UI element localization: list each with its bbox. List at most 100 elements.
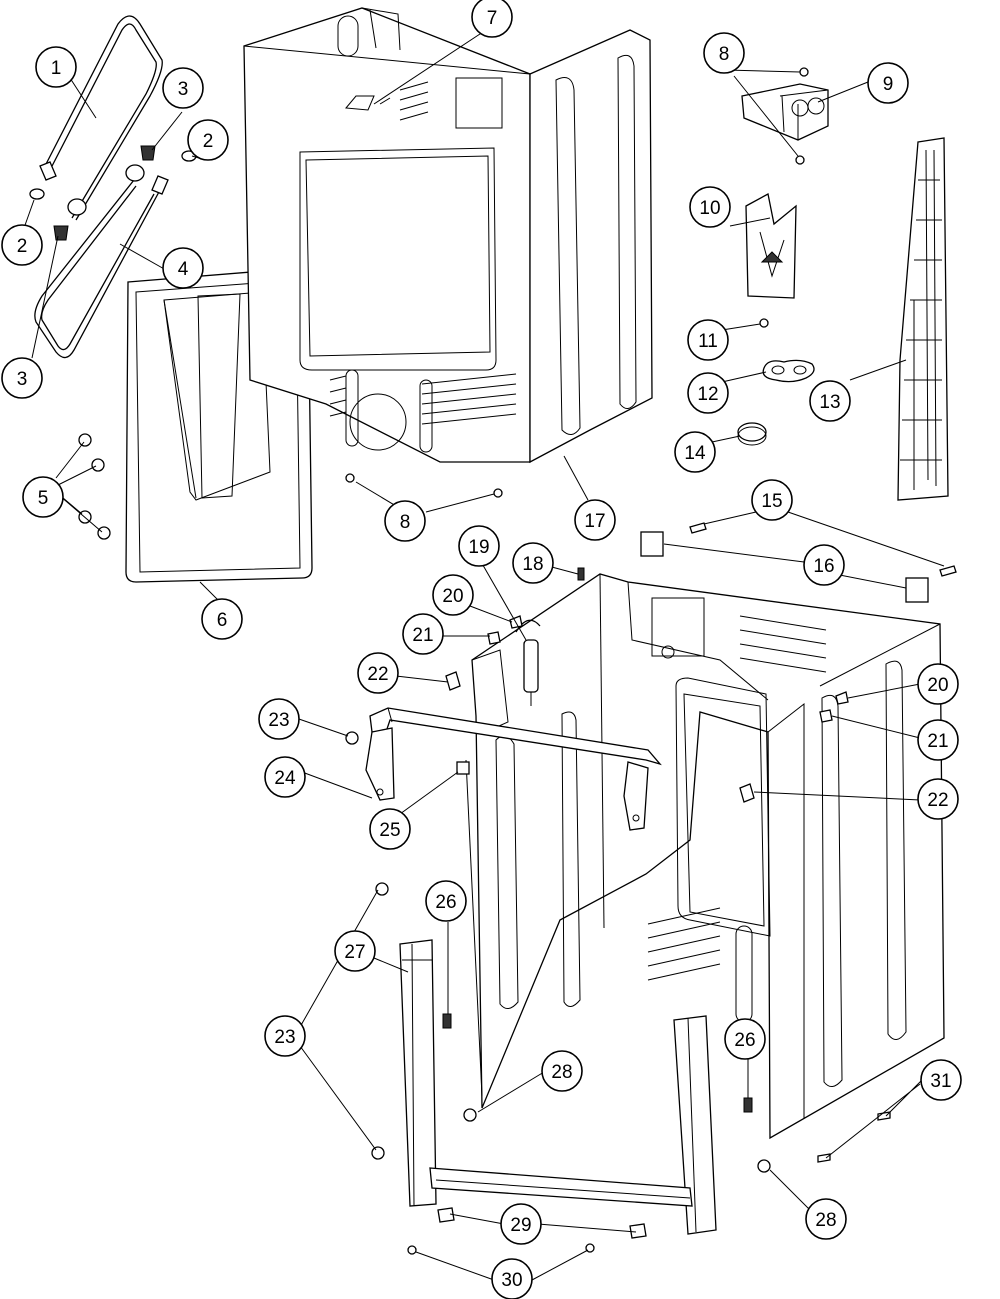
callout-23: 23	[264, 1015, 306, 1057]
svg-text:14: 14	[684, 443, 706, 464]
svg-text:10: 10	[699, 198, 720, 219]
svg-text:5: 5	[38, 488, 49, 509]
svg-text:23: 23	[268, 710, 289, 731]
svg-text:18: 18	[522, 554, 543, 575]
callout-13: 13	[809, 380, 851, 422]
svg-text:17: 17	[584, 511, 605, 532]
part-screen-3	[53, 145, 156, 241]
callout-23: 23	[258, 698, 300, 740]
callout-24: 24	[264, 756, 306, 798]
svg-text:4: 4	[178, 259, 189, 280]
svg-text:26: 26	[435, 892, 456, 913]
svg-text:12: 12	[697, 384, 718, 405]
svg-text:24: 24	[274, 768, 296, 789]
part-clip-10	[745, 193, 797, 299]
svg-text:26: 26	[734, 1030, 755, 1051]
callout-6: 6	[201, 598, 243, 640]
callout-21: 21	[917, 719, 959, 761]
callout-22: 22	[917, 778, 959, 820]
svg-text:16: 16	[813, 556, 834, 577]
svg-text:9: 9	[883, 74, 894, 95]
svg-text:22: 22	[367, 664, 388, 685]
svg-text:2: 2	[203, 131, 214, 152]
svg-text:6: 6	[217, 610, 228, 631]
svg-text:8: 8	[719, 44, 730, 65]
svg-text:13: 13	[819, 392, 840, 413]
callout-1: 1	[35, 46, 77, 88]
part-harness-13	[897, 137, 949, 501]
svg-text:27: 27	[344, 942, 365, 963]
callout-17: 17	[574, 499, 616, 541]
part-frame-27	[399, 939, 717, 1235]
part-bracket-24	[365, 707, 662, 831]
callout-18: 18	[512, 542, 554, 584]
svg-text:15: 15	[761, 491, 782, 512]
part-clip-25	[456, 761, 470, 775]
part-screw-15	[689, 522, 957, 577]
part-spring-19	[515, 619, 541, 706]
callout-4: 4	[162, 247, 204, 289]
callout-27: 27	[334, 930, 376, 972]
svg-text:3: 3	[178, 79, 189, 100]
svg-text:23: 23	[274, 1027, 295, 1048]
callout-12: 12	[687, 372, 729, 414]
callout-8: 8	[703, 32, 745, 74]
part-clip-26	[442, 1013, 753, 1113]
part-screw-5	[78, 433, 111, 540]
part-hinge-16	[640, 531, 929, 603]
part-screw-8	[345, 67, 809, 498]
part-clamp-14	[737, 422, 767, 446]
callout-3: 3	[162, 67, 204, 109]
callout-28: 28	[805, 1198, 847, 1240]
svg-text:28: 28	[815, 1210, 836, 1231]
part-clip-22	[445, 671, 755, 803]
svg-text:8: 8	[400, 512, 411, 533]
part-clip-18	[577, 567, 585, 581]
part-clip-29	[437, 1207, 647, 1239]
part-hose-1	[39, 15, 163, 221]
callout-28: 28	[541, 1050, 583, 1092]
callout-15: 15	[751, 479, 793, 521]
callout-21: 21	[402, 613, 444, 655]
svg-text:20: 20	[442, 586, 463, 607]
svg-text:1: 1	[51, 58, 62, 79]
svg-text:11: 11	[698, 331, 718, 352]
part-bumper-23	[345, 731, 389, 1160]
svg-text:7: 7	[487, 8, 498, 29]
svg-text:21: 21	[927, 731, 948, 752]
callout-3: 3	[1, 357, 43, 399]
svg-text:20: 20	[927, 675, 948, 696]
callout-11: 11	[687, 319, 729, 361]
callout-5: 5	[22, 476, 64, 518]
part-bracket-9	[741, 83, 829, 141]
callout-20: 20	[432, 574, 474, 616]
part-screw-30	[407, 1243, 595, 1255]
callout-2: 2	[1, 224, 43, 266]
part-hose-4	[34, 164, 169, 359]
callout-10: 10	[689, 186, 731, 228]
callout-26: 26	[425, 880, 467, 922]
svg-text:28: 28	[551, 1062, 572, 1083]
callout-14: 14	[674, 431, 716, 473]
callout-25: 25	[369, 808, 411, 850]
callout-22: 22	[357, 652, 399, 694]
svg-text:25: 25	[379, 820, 400, 841]
callout-31: 31	[920, 1059, 962, 1101]
callout-29: 29	[500, 1203, 542, 1245]
svg-text:30: 30	[501, 1270, 522, 1291]
part-grommet-12	[762, 359, 815, 383]
callout-30: 30	[491, 1258, 533, 1299]
svg-text:29: 29	[510, 1215, 531, 1236]
callout-8: 8	[384, 500, 426, 542]
svg-text:3: 3	[17, 369, 28, 390]
callout-2: 2	[187, 119, 229, 161]
part-screw-11	[759, 318, 769, 328]
callout-26: 26	[724, 1018, 766, 1060]
svg-text:21: 21	[412, 625, 433, 646]
svg-text:19: 19	[468, 537, 489, 558]
part-cabinet-17	[243, 7, 653, 464]
callout-7: 7	[471, 0, 513, 38]
part-foot-28	[463, 1108, 771, 1173]
svg-text:31: 31	[930, 1071, 951, 1092]
